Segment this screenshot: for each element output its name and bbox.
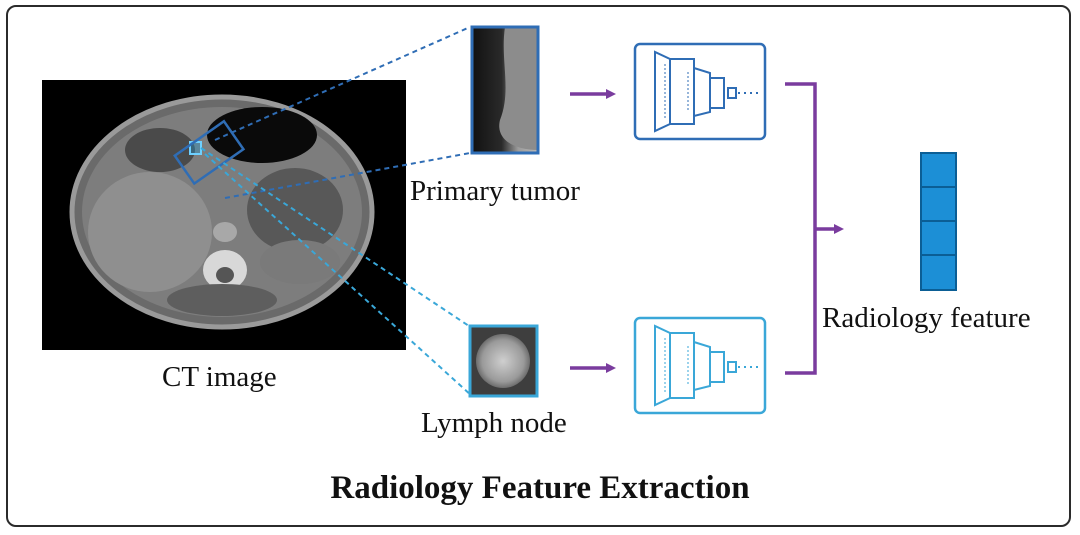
connector-lymph-top: [200, 147, 473, 329]
cnn-pyramid-icon: [633, 42, 767, 141]
primary-tumor-label: Primary tumor: [410, 175, 580, 207]
ct-image-label: CT image: [162, 361, 277, 393]
connector-tumor-top: [214, 26, 471, 141]
radiology-feature-label: Radiology feature: [822, 302, 1031, 334]
lymph-node-label: Lymph node: [421, 407, 567, 439]
feature-vector-icon: [920, 152, 957, 291]
lymph-node-crop-image: [468, 324, 539, 398]
merge-bracket: [785, 82, 817, 375]
connector-lymph-bottom: [204, 153, 473, 397]
ct-scan-image: [42, 80, 406, 350]
diagram-title: Radiology Feature Extraction: [330, 470, 750, 506]
connector-tumor-bottom: [224, 152, 471, 199]
cnn-pyramid-icon: [633, 316, 767, 415]
tumor-crop-image: [470, 25, 540, 155]
